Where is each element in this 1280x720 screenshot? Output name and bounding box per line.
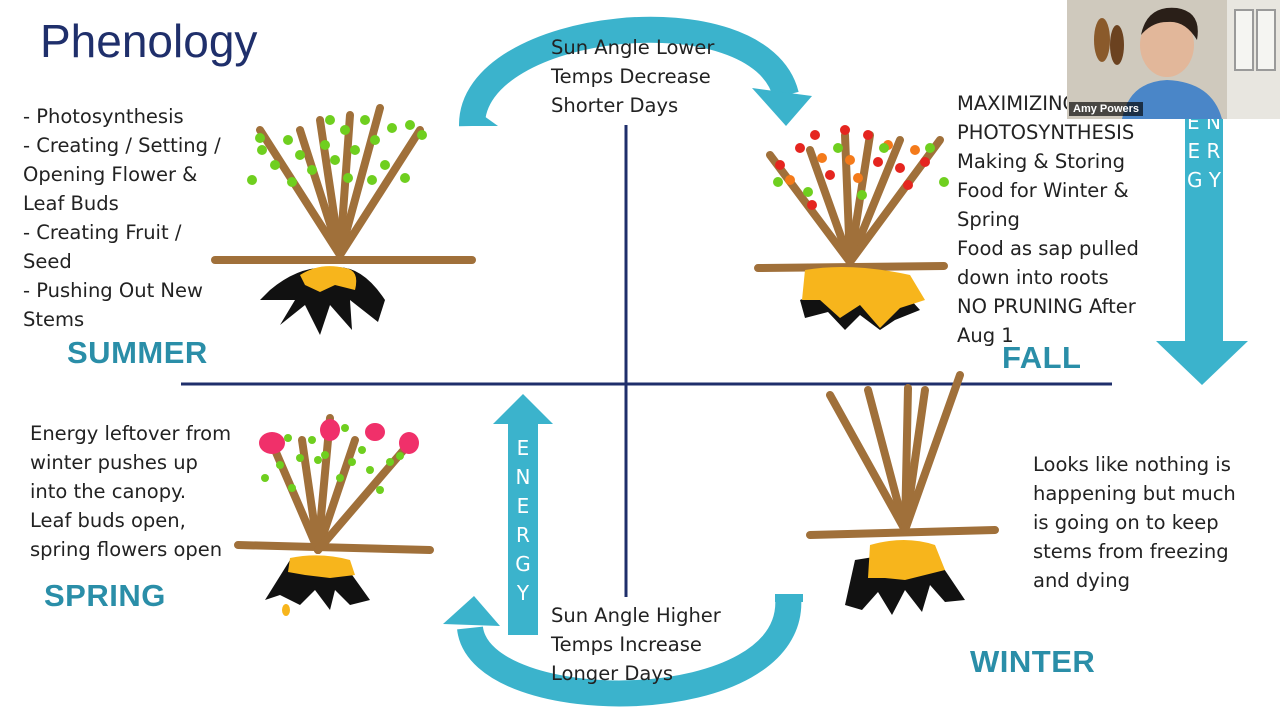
energy-up-arrow — [493, 394, 553, 635]
fall-label: FALL — [1002, 340, 1082, 375]
top-cycle-text: Sun Angle Lower Temps Decrease Shorter D… — [551, 36, 715, 117]
top-cycle-arrow — [458, 16, 812, 128]
winter-label: WINTER — [970, 644, 1096, 679]
participant-video-frame — [1067, 0, 1280, 119]
participant-video-tile[interactable]: Amy Powers — [1067, 0, 1280, 119]
summer-notes: - Photosynthesis - Creating / Setting / … — [23, 105, 221, 331]
slide-title: Phenology — [40, 15, 258, 67]
winter-plant — [806, 371, 999, 615]
spring-notes: Energy leftover from winter pushes up in… — [30, 422, 232, 561]
fall-notes: MAXIMIZING PHOTOSYNTHESIS Making & Stori… — [957, 92, 1139, 347]
summer-label: SUMMER — [67, 335, 208, 370]
fall-plant — [754, 125, 949, 330]
spring-label: SPRING — [44, 578, 166, 613]
bottom-cycle-arrow — [443, 594, 803, 707]
summer-plant — [211, 104, 476, 335]
energy-up-label: E N E R G Y — [515, 436, 531, 605]
bottom-cycle-text: Sun Angle Higher Temps Increase Longer D… — [551, 604, 721, 685]
winter-notes: Looks like nothing is happening but much… — [1033, 453, 1236, 592]
participant-name: Amy Powers — [1069, 102, 1144, 116]
spring-plant — [234, 414, 434, 616]
energy-down-label: E N E R G Y — [1186, 110, 1222, 192]
energy-down-arrow — [1156, 118, 1248, 385]
